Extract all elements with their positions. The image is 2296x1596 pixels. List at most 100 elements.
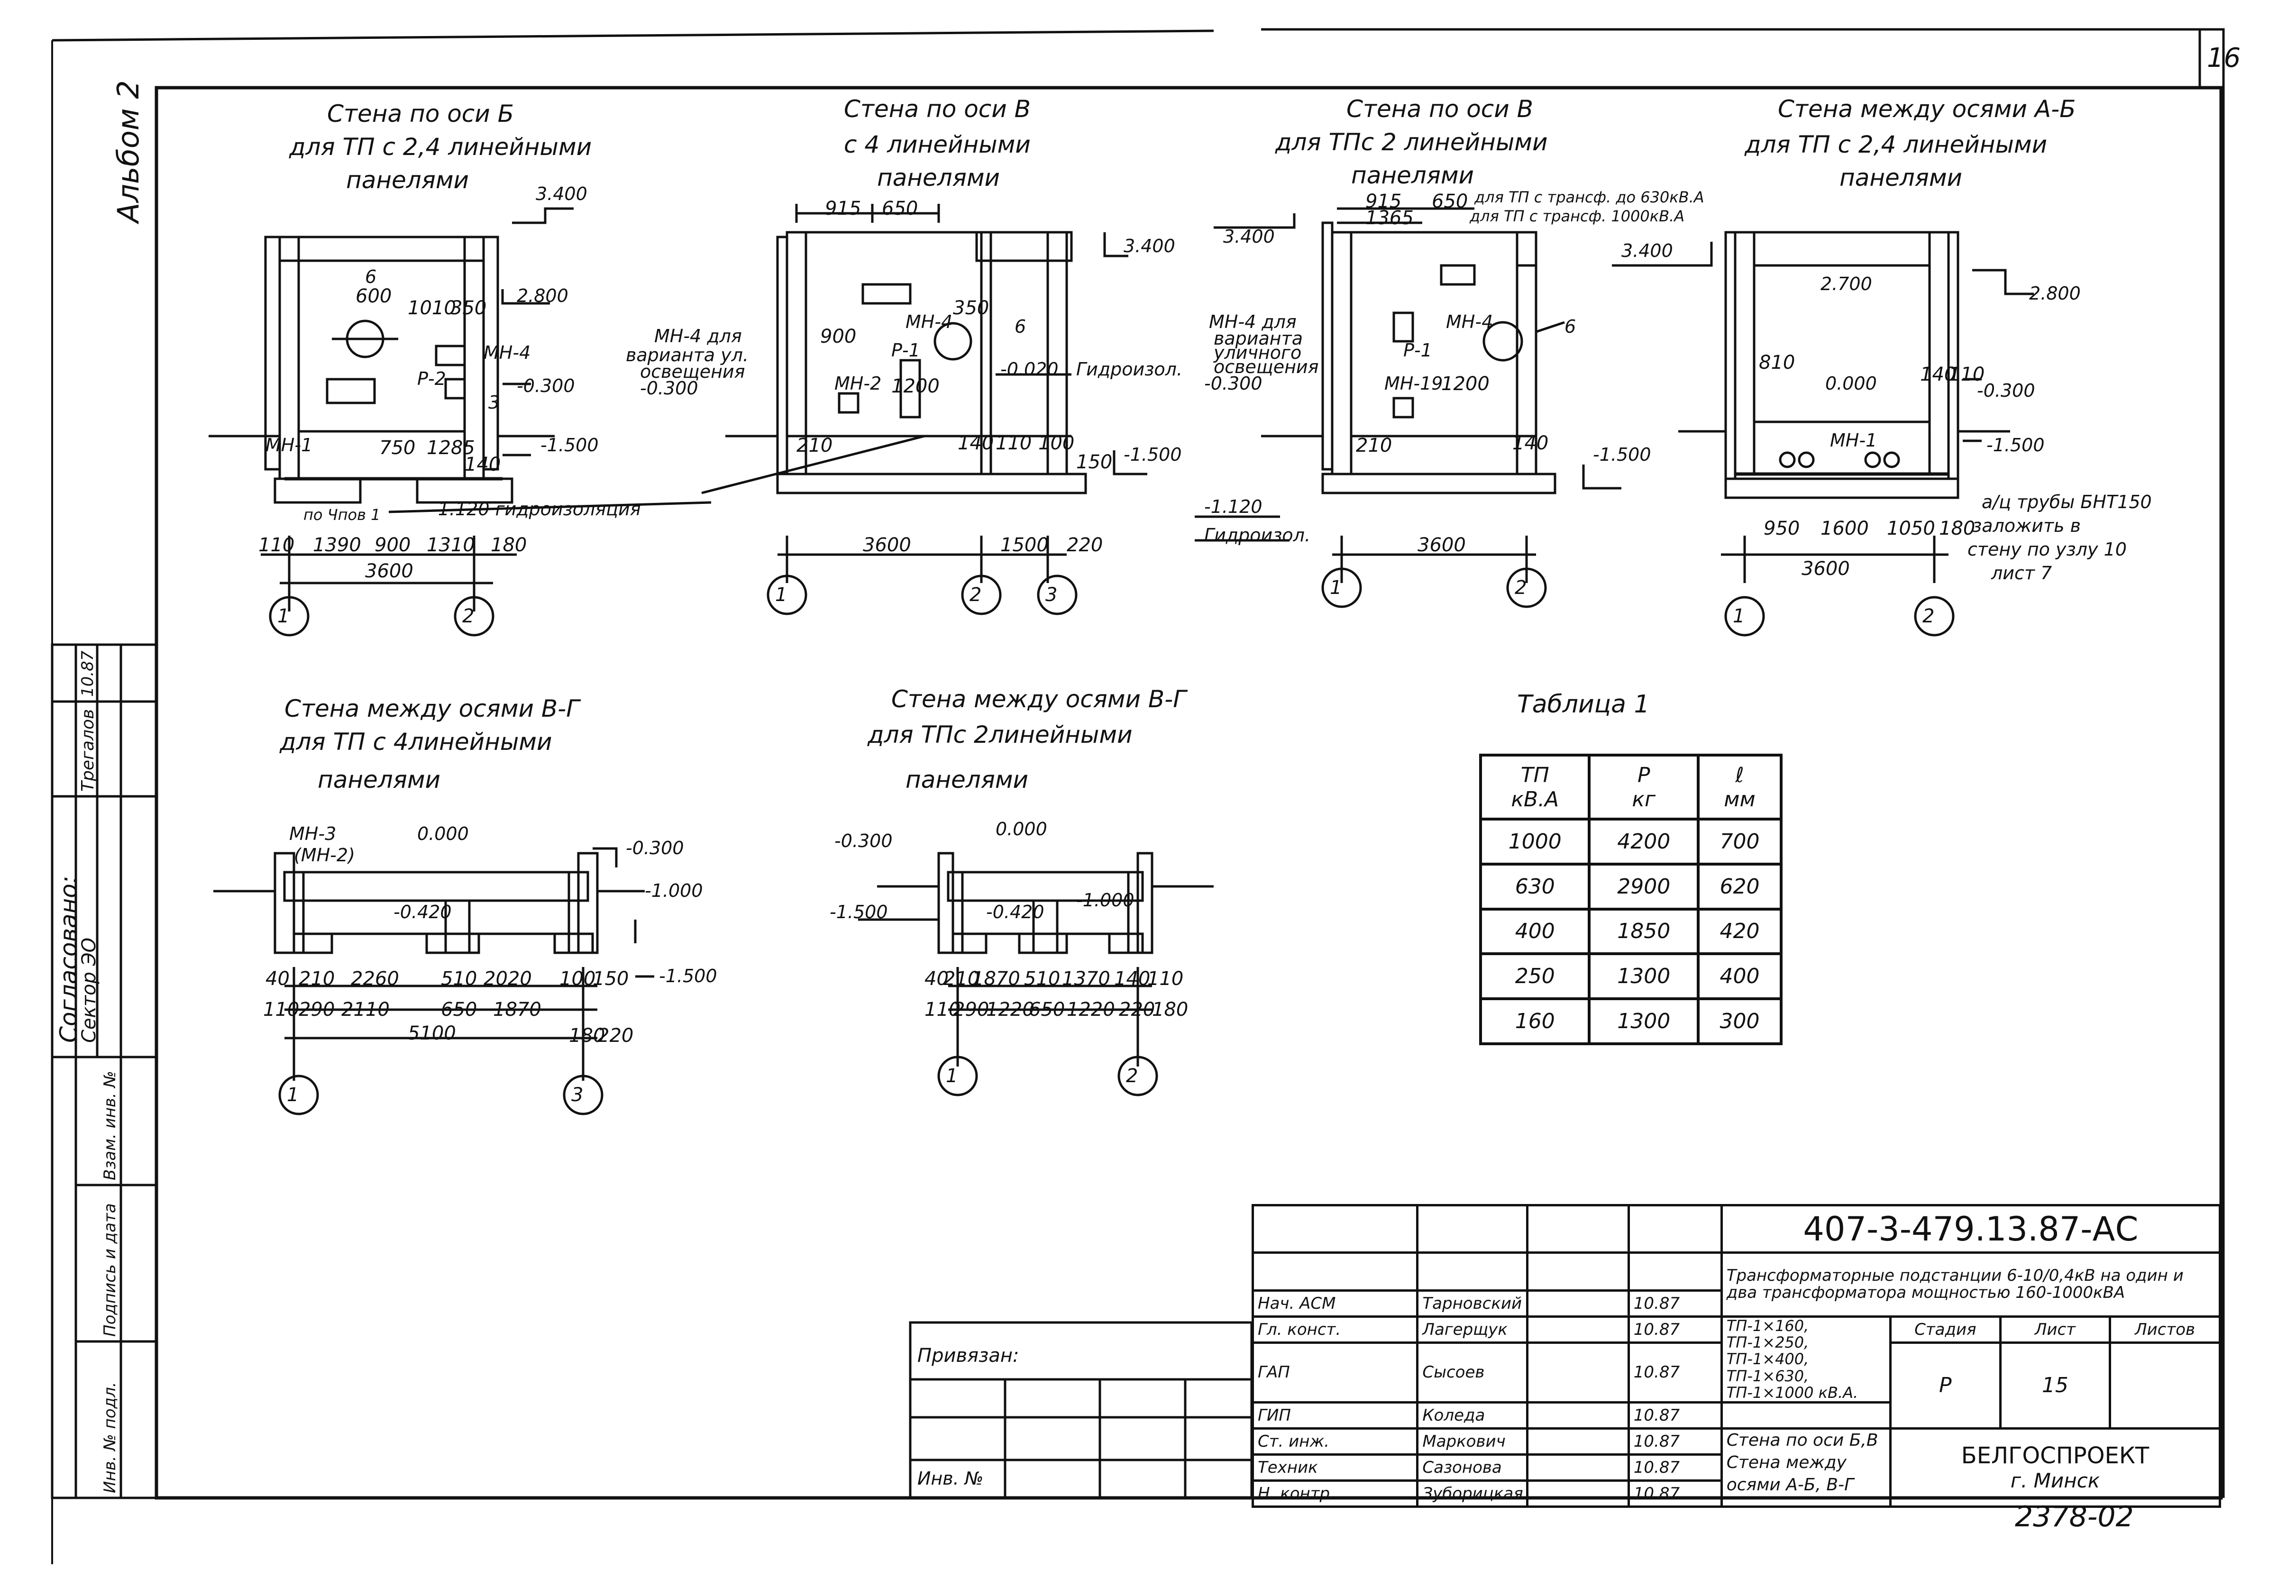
doc-code: 407-3-479.13.87-АС <box>1720 1204 2222 1254</box>
view5-dim-top-210: 210 <box>299 968 335 990</box>
view6-dim-bot-1220: 1220 <box>986 999 1034 1021</box>
signer-role: Ст. инж. <box>1251 1427 1419 1456</box>
view4-level-0000: 0.000 <box>1825 373 1877 394</box>
org-name: БЕЛГОСПРОЕКТ <box>1961 1442 2150 1469</box>
table1-cell: 160 <box>1479 997 1591 1045</box>
view5-level-m0300: -0.300 <box>626 838 684 858</box>
view1-dim-180: 180 <box>491 534 527 556</box>
view4-dim-110: 110 <box>1948 364 1985 385</box>
view5-dim-top-510: 510 <box>441 968 477 990</box>
view6-dim-bot-650: 650 <box>1029 999 1065 1021</box>
view3-drawing <box>1195 207 1713 583</box>
view2-item-6: 6 <box>1015 316 1026 337</box>
view3-item-6: 6 <box>1564 316 1576 337</box>
view6-dim-bot-180: 180 <box>1152 999 1189 1021</box>
view2-level-m0300: -0.300 <box>640 378 698 399</box>
view1-dim-3600: 3600 <box>365 560 413 582</box>
view5-dim-bot-110: 110 <box>263 999 300 1021</box>
view6-dim-bot-220: 220 <box>1119 999 1155 1021</box>
side-date: 10.87 <box>78 650 97 697</box>
view2-title-line1: Стена по оси В <box>844 95 1031 123</box>
view4-dim-3600: 3600 <box>1802 558 1850 580</box>
view1-axis-1: 1 <box>277 605 290 627</box>
view3-dim-3600: 3600 <box>1418 534 1466 556</box>
view4-pipes-note-3: стену по узлу 10 <box>1967 539 2127 560</box>
view1-drawing <box>209 207 925 611</box>
view3-dim-140: 140 <box>1512 432 1549 454</box>
table1-cell: 400 <box>1696 952 1783 1001</box>
signer-date: 10.87 <box>1627 1315 1723 1344</box>
view4-mn1: МН-1 <box>1830 430 1877 451</box>
view5-dim-bot-220: 220 <box>597 1025 634 1047</box>
view6-dim-top-1870: 1870 <box>972 968 1020 990</box>
view3-level-m0300: -0.300 <box>1204 373 1262 394</box>
side-reg: Трегалов <box>78 709 98 792</box>
view3-axis-2: 2 <box>1515 577 1527 599</box>
sheets-header: Листов <box>2109 1315 2221 1344</box>
view4-title-line3: панелями <box>1839 164 1963 192</box>
view6-title-line3: панелями <box>906 766 1029 793</box>
signer-role: ГИП <box>1251 1401 1419 1430</box>
view6-level-m1000: -1.000 <box>1076 890 1134 911</box>
view2-dim-210: 210 <box>796 435 833 456</box>
side-inv-orig: Инв. № подл. <box>101 1382 119 1493</box>
view2-axis-2: 2 <box>970 584 982 606</box>
table-row: 160 1300 300 <box>1479 997 1783 1045</box>
view1-dim-110: 110 <box>258 534 295 556</box>
view2-axis-1: 1 <box>775 584 787 606</box>
view6-dim-top-110: 110 <box>1147 968 1184 990</box>
view2-dim-1200: 1200 <box>891 375 940 397</box>
view5-level-0000: 0.000 <box>417 823 469 844</box>
view1-level-2800: 2.800 <box>517 285 568 306</box>
view2-dim-915: 915 <box>825 198 861 219</box>
view2-level-m1500: -1.500 <box>1124 444 1182 465</box>
table1-cell: 700 <box>1696 818 1783 866</box>
view1-title-line3: панелями <box>346 166 469 194</box>
view4-level-m1500: -1.500 <box>1986 435 2045 456</box>
table1-header-p-name: Р <box>1637 763 1650 787</box>
view6-dim-top-140: 140 <box>1114 968 1151 990</box>
view3-axis-1: 1 <box>1330 577 1342 599</box>
sheet-code: 2378-02 <box>2015 1500 2134 1533</box>
view1-dim-350: 350 <box>450 297 487 319</box>
table1-header-tp-name: ТП <box>1520 763 1549 787</box>
view6-level-m1500: -1.500 <box>830 902 888 922</box>
view6-dim-top-510: 510 <box>1024 968 1061 990</box>
view3-dim-915: 915 <box>1365 191 1402 212</box>
signer-name: Тарновский <box>1416 1289 1528 1318</box>
view4-level-m0300: -0.300 <box>1977 380 2035 401</box>
signer-date: 10.87 <box>1627 1289 1723 1318</box>
view2-mn4-note-1: МН-4 для <box>654 326 742 347</box>
sheet-header: Лист <box>1999 1315 2112 1344</box>
view4-drawing <box>1678 231 2034 583</box>
view4-axis-2: 2 <box>1922 605 1935 627</box>
side-agreed: Согласовано: <box>55 876 82 1043</box>
table-row: 250 1300 400 <box>1479 952 1783 1001</box>
view5-title-line1: Стена между осями В-Г <box>284 695 580 722</box>
view6-dim-top-1370: 1370 <box>1062 968 1110 990</box>
view5-dim-total: 5100 <box>408 1022 456 1044</box>
tp-types: ТП-1×160, ТП-1×250, ТП-1×400, ТП-1×630, … <box>1720 1315 1892 1404</box>
view3-mn4-note-1: МН-4 для <box>1209 311 1297 332</box>
view3-note-630: для ТП с трансф. до 630кВ.А <box>1474 188 1704 206</box>
view1-dim-900: 900 <box>375 534 411 556</box>
view5-dim-bot-180: 180 <box>569 1025 605 1047</box>
view4-level-2800: 2.800 <box>2029 283 2081 304</box>
view2-dim-150: 150 <box>1076 451 1113 473</box>
view5-level-m1000: -1.000 <box>645 880 703 901</box>
view1-axis-2: 2 <box>462 605 475 627</box>
signer-date: 10.87 <box>1627 1479 1723 1508</box>
signer-name: Лагерщук <box>1416 1315 1528 1344</box>
view5-title-line2: для ТП с 4линейными <box>280 728 552 756</box>
view2-dim-140: 140 <box>958 432 994 454</box>
title-block: 407-3-479.13.87-АС Трансформаторные подс… <box>1251 1204 2222 1508</box>
view4-pipes-note-4: лист 7 <box>1991 563 2052 584</box>
signer-role: ГАП <box>1251 1341 1419 1404</box>
table1-header-p-unit: кг <box>1632 787 1656 812</box>
album-label: Альбом 2 <box>111 80 146 223</box>
view2-mn4-note-3: освещения <box>640 361 745 382</box>
view1-item-3: 3 <box>488 392 500 413</box>
table1-cell: 630 <box>1479 862 1591 911</box>
view2-dim-3600: 3600 <box>863 534 911 556</box>
side-sign-date: Подпись и дата <box>101 1203 119 1337</box>
